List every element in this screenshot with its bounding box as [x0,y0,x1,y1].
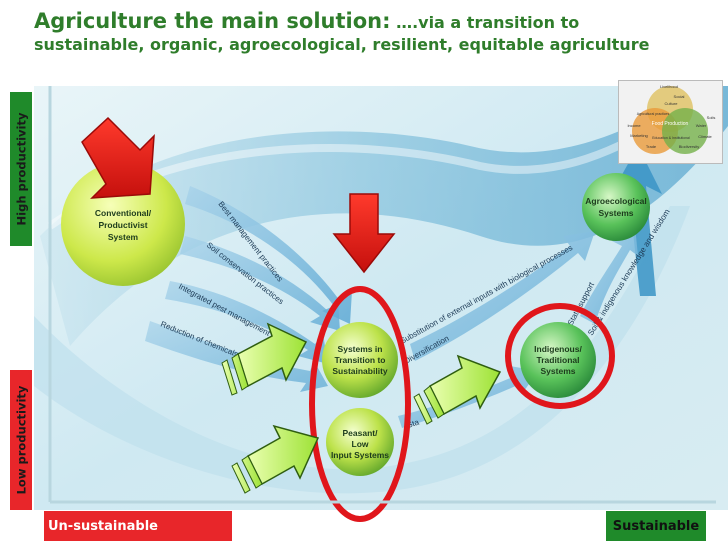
node-conventional-l2: Productivist [98,220,147,230]
node-peasant-l3: Input Systems [331,450,389,460]
venn-soils: Soils [707,115,716,120]
node-agroecological: Agroecological Systems [582,173,650,241]
node-transition-l1: Systems in [338,344,383,354]
slide-title: Agriculture the main solution: ….via a t… [34,8,724,56]
unsustainable-label: Un-sustainable [44,511,232,541]
high-productivity-text: High productivity [14,113,28,226]
node-conventional-l1: Conventional/ [95,208,152,218]
node-indigenous-l3: Systems [541,366,576,376]
high-productivity-label: High productivity [10,92,32,246]
title-main: Agriculture the main solution: [34,9,390,33]
node-indigenous-l1: Indigenous/ [534,344,582,354]
venn-marketing: Marketing [630,133,648,138]
venn-diagram: Food Production Livelihood Social Cultur… [619,81,722,163]
node-indigenous-l2: Traditional [537,355,580,365]
venn-trade: Trade [646,144,657,149]
title-tail: ….via a transition to [396,13,579,32]
venn-center: Food Production [652,121,689,127]
venn-biodiversity: Biodiversity [679,144,699,149]
venn-culture: Culture [665,101,679,106]
low-productivity-label: Low productivity [10,370,32,510]
venn-water: Water [696,123,707,128]
node-peasant: Peasant/ Low Input Systems [326,408,394,476]
sustainable-text: Sustainable [613,519,699,534]
venn-social: Social [674,94,685,99]
node-indigenous: Indigenous/ Traditional Systems [520,322,596,398]
venn-income: Income [627,123,641,128]
low-productivity-text: Low productivity [14,386,28,495]
title-line2: sustainable, organic, agroecological, re… [34,35,649,54]
venn-livelihood: Livelihood [660,84,678,89]
unsustainable-text: Un-sustainable [48,519,158,534]
node-transition: Systems in Transition to Sustainability [322,322,398,398]
node-peasant-l1: Peasant/ [343,428,379,438]
venn-climate: Climate [698,134,712,139]
node-transition-l2: Transition to [335,355,386,365]
node-peasant-l2: Low [352,439,369,449]
venn-agri-practices: Agricultural practices [637,112,670,116]
venn-inset: Food Production Livelihood Social Cultur… [618,80,723,164]
venn-education: Education & Institutional [652,136,690,140]
sustainable-label: Sustainable [606,511,706,541]
node-agroecological-l1: Agroecological [585,196,646,206]
node-conventional-l3: System [108,232,139,242]
node-agroecological-l2: Systems [599,208,634,218]
node-transition-l3: Sustainability [332,366,388,376]
